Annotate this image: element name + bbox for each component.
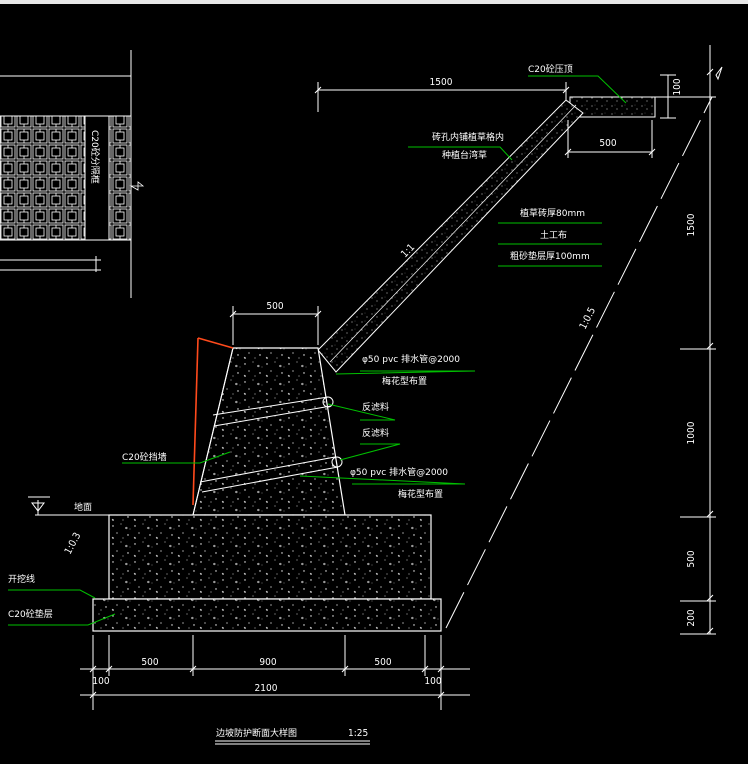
dim-b500-right: 500 xyxy=(374,657,391,668)
label-ground: 地面 xyxy=(74,501,92,513)
ground-symbol xyxy=(28,496,50,515)
dim-top-width: 1500 xyxy=(430,77,453,88)
label-mesh: 砖孔内铺植草格内 xyxy=(432,131,504,143)
label-retaining-wall: C20砼挡墙 xyxy=(122,451,167,463)
label-c20-cushion: C20砼垫层 xyxy=(8,608,53,620)
grid-detail xyxy=(0,50,145,298)
dim-h200: 200 xyxy=(686,609,697,626)
dim-b500-left: 500 xyxy=(141,657,158,668)
dim-b2100: 2100 xyxy=(255,683,278,694)
dimension-lines xyxy=(80,45,723,745)
leader-lines xyxy=(8,75,627,626)
label-c20-grid: C20砼分隔框 xyxy=(89,130,101,184)
wall-back-face xyxy=(197,337,234,349)
label-sand-cushion: 粗砂垫层厚100mm xyxy=(510,250,590,262)
label-slope-1-03: 1:0.3 xyxy=(63,531,84,557)
dim-wall-top: 500 xyxy=(266,301,283,312)
label-geotextile: 土工布 xyxy=(540,229,567,241)
dim-cap-height: 100 xyxy=(672,78,683,95)
label-slope-1-05: 1:0.5 xyxy=(578,306,598,332)
dim-h1500: 1500 xyxy=(686,213,697,236)
excavation-line xyxy=(445,96,713,629)
dim-h500: 500 xyxy=(686,550,697,567)
drawing-caption: 边坡防护断面大样图 xyxy=(216,727,297,739)
dim-b900: 900 xyxy=(259,657,276,668)
window-top-edge xyxy=(0,0,748,4)
label-soil-plant: 植草砖厚80mm xyxy=(520,207,585,219)
label-c20-cap: C20砼压顶 xyxy=(528,63,573,75)
retaining-wall xyxy=(192,337,346,516)
drawing-scale: 1:25 xyxy=(348,728,368,739)
slope-protection xyxy=(317,96,714,373)
label-cloth-lower: 梅花型布置 xyxy=(398,488,443,500)
label-filter-upper: 反滤料 xyxy=(362,401,389,413)
foundation xyxy=(35,514,442,632)
label-pvc-upper: φ50 pvc 排水管@2000 xyxy=(362,353,460,365)
label-mesh-2: 种植台湾草 xyxy=(442,149,487,161)
dim-b100-right: 100 xyxy=(424,676,441,687)
label-excavation: 开挖线 xyxy=(8,573,35,585)
label-filter-lower: 反滤料 xyxy=(362,427,389,439)
dim-h1000: 1000 xyxy=(686,421,697,444)
dimension-texts: 1500 500 100 1500 1000 500 200 500 100 5… xyxy=(92,77,697,694)
dim-cap-offset: 500 xyxy=(599,138,616,149)
dim-b100-left: 100 xyxy=(92,676,109,687)
label-pvc-lower: φ50 pvc 排水管@2000 xyxy=(350,466,448,478)
label-cloth-upper: 梅花型布置 xyxy=(382,375,427,387)
